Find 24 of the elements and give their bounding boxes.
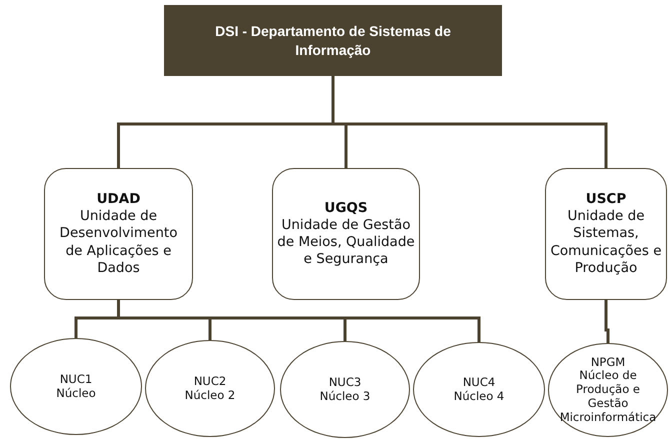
unit-code: NUC3 <box>328 376 362 390</box>
unit-code: NPGM <box>590 356 626 370</box>
unit-name: Núcleo de Produção e Gestão Microinformática <box>558 369 658 424</box>
unit-name: Núcleo 4 <box>454 390 504 404</box>
unit-box <box>44 168 193 300</box>
unit-name: Unidade de Gestão de Meios, Qualidade e Segurança <box>277 216 415 268</box>
unit-code: USCP <box>586 191 626 208</box>
unit-name: Núcleo 3 <box>320 390 370 404</box>
unit-name: Unidade de Sistemas, Comunicações e Produção <box>550 208 662 277</box>
unit-box <box>272 168 420 300</box>
unit-name: Núcleo 2 <box>184 388 236 402</box>
unit-name: DSI - Departamento de Sistemas de Informação <box>214 22 452 60</box>
unit-code: UDAD <box>96 191 140 208</box>
unit-box <box>545 168 667 300</box>
unit-name: Núcleo <box>56 386 96 400</box>
unit-code: UGQS <box>324 200 368 217</box>
connector-line <box>604 300 610 343</box>
unit-code: NUC2 <box>194 374 226 388</box>
unit-name: Unidade de Desenvolvimento de Aplicações e Dados <box>58 208 178 277</box>
unit-code: NUC1 <box>60 372 92 386</box>
connector-line <box>117 300 480 342</box>
connector-line <box>332 76 608 168</box>
unit-code: NUC4 <box>462 376 496 390</box>
department-box <box>164 5 502 76</box>
